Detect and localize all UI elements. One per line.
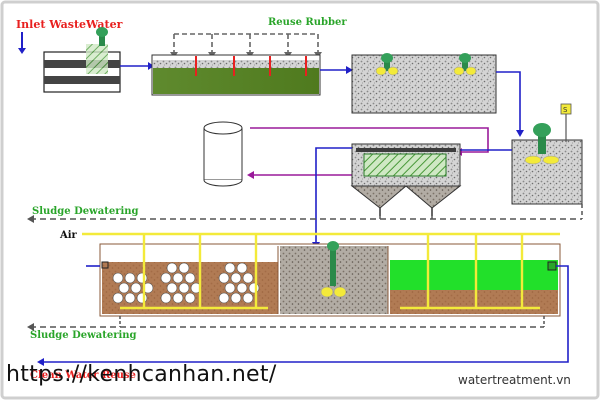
flow-line-aeration-out xyxy=(496,71,521,134)
flow-arrow-inlet xyxy=(148,62,154,70)
inlet-arrow-head xyxy=(18,48,26,54)
sludge-arrow-bottom xyxy=(27,323,34,331)
sludge-dewatering-top-label: Sludge Dewatering xyxy=(32,206,139,217)
flow-line-outlet xyxy=(40,265,569,363)
reuse-rubber-label: Reuse Rubber xyxy=(268,17,347,28)
flow-arrow-anoxic-out xyxy=(346,66,353,74)
sludge-dewatering-bottom-label: Sludge Dewatering xyxy=(30,330,137,341)
inlet-label: Inlet WasteWater xyxy=(16,18,123,31)
flow-arrow-aeration-out xyxy=(516,130,524,137)
storage-cylinder xyxy=(203,121,243,187)
settling-tank xyxy=(350,143,462,216)
sludge-arrow-top xyxy=(27,215,34,223)
flow-arrow-outlet xyxy=(37,358,44,366)
aeration-tank-top xyxy=(351,53,497,114)
coagulation-tank xyxy=(511,103,583,205)
anoxic-tank xyxy=(151,54,321,96)
inlet-marker-left xyxy=(101,261,109,269)
site-url-overlay: https://kenhcanhan.net/ xyxy=(6,362,277,387)
sensor-tag-label: S xyxy=(563,106,568,114)
bottom-label-partial: Clean Water Reuse xyxy=(30,370,136,381)
mixer-middle xyxy=(320,241,347,298)
outlet-marker-right xyxy=(547,261,557,271)
purple-line-top xyxy=(250,127,489,153)
inlet-screen-chamber xyxy=(43,27,121,93)
air-diffuser-pipes xyxy=(120,234,540,310)
watermark: watertreatment.vn xyxy=(458,373,571,387)
flow-line-settling-to-main xyxy=(315,147,352,246)
purple-arrow-bottom xyxy=(247,171,254,179)
air-label: Air xyxy=(59,230,78,241)
media-carriers xyxy=(112,262,260,304)
